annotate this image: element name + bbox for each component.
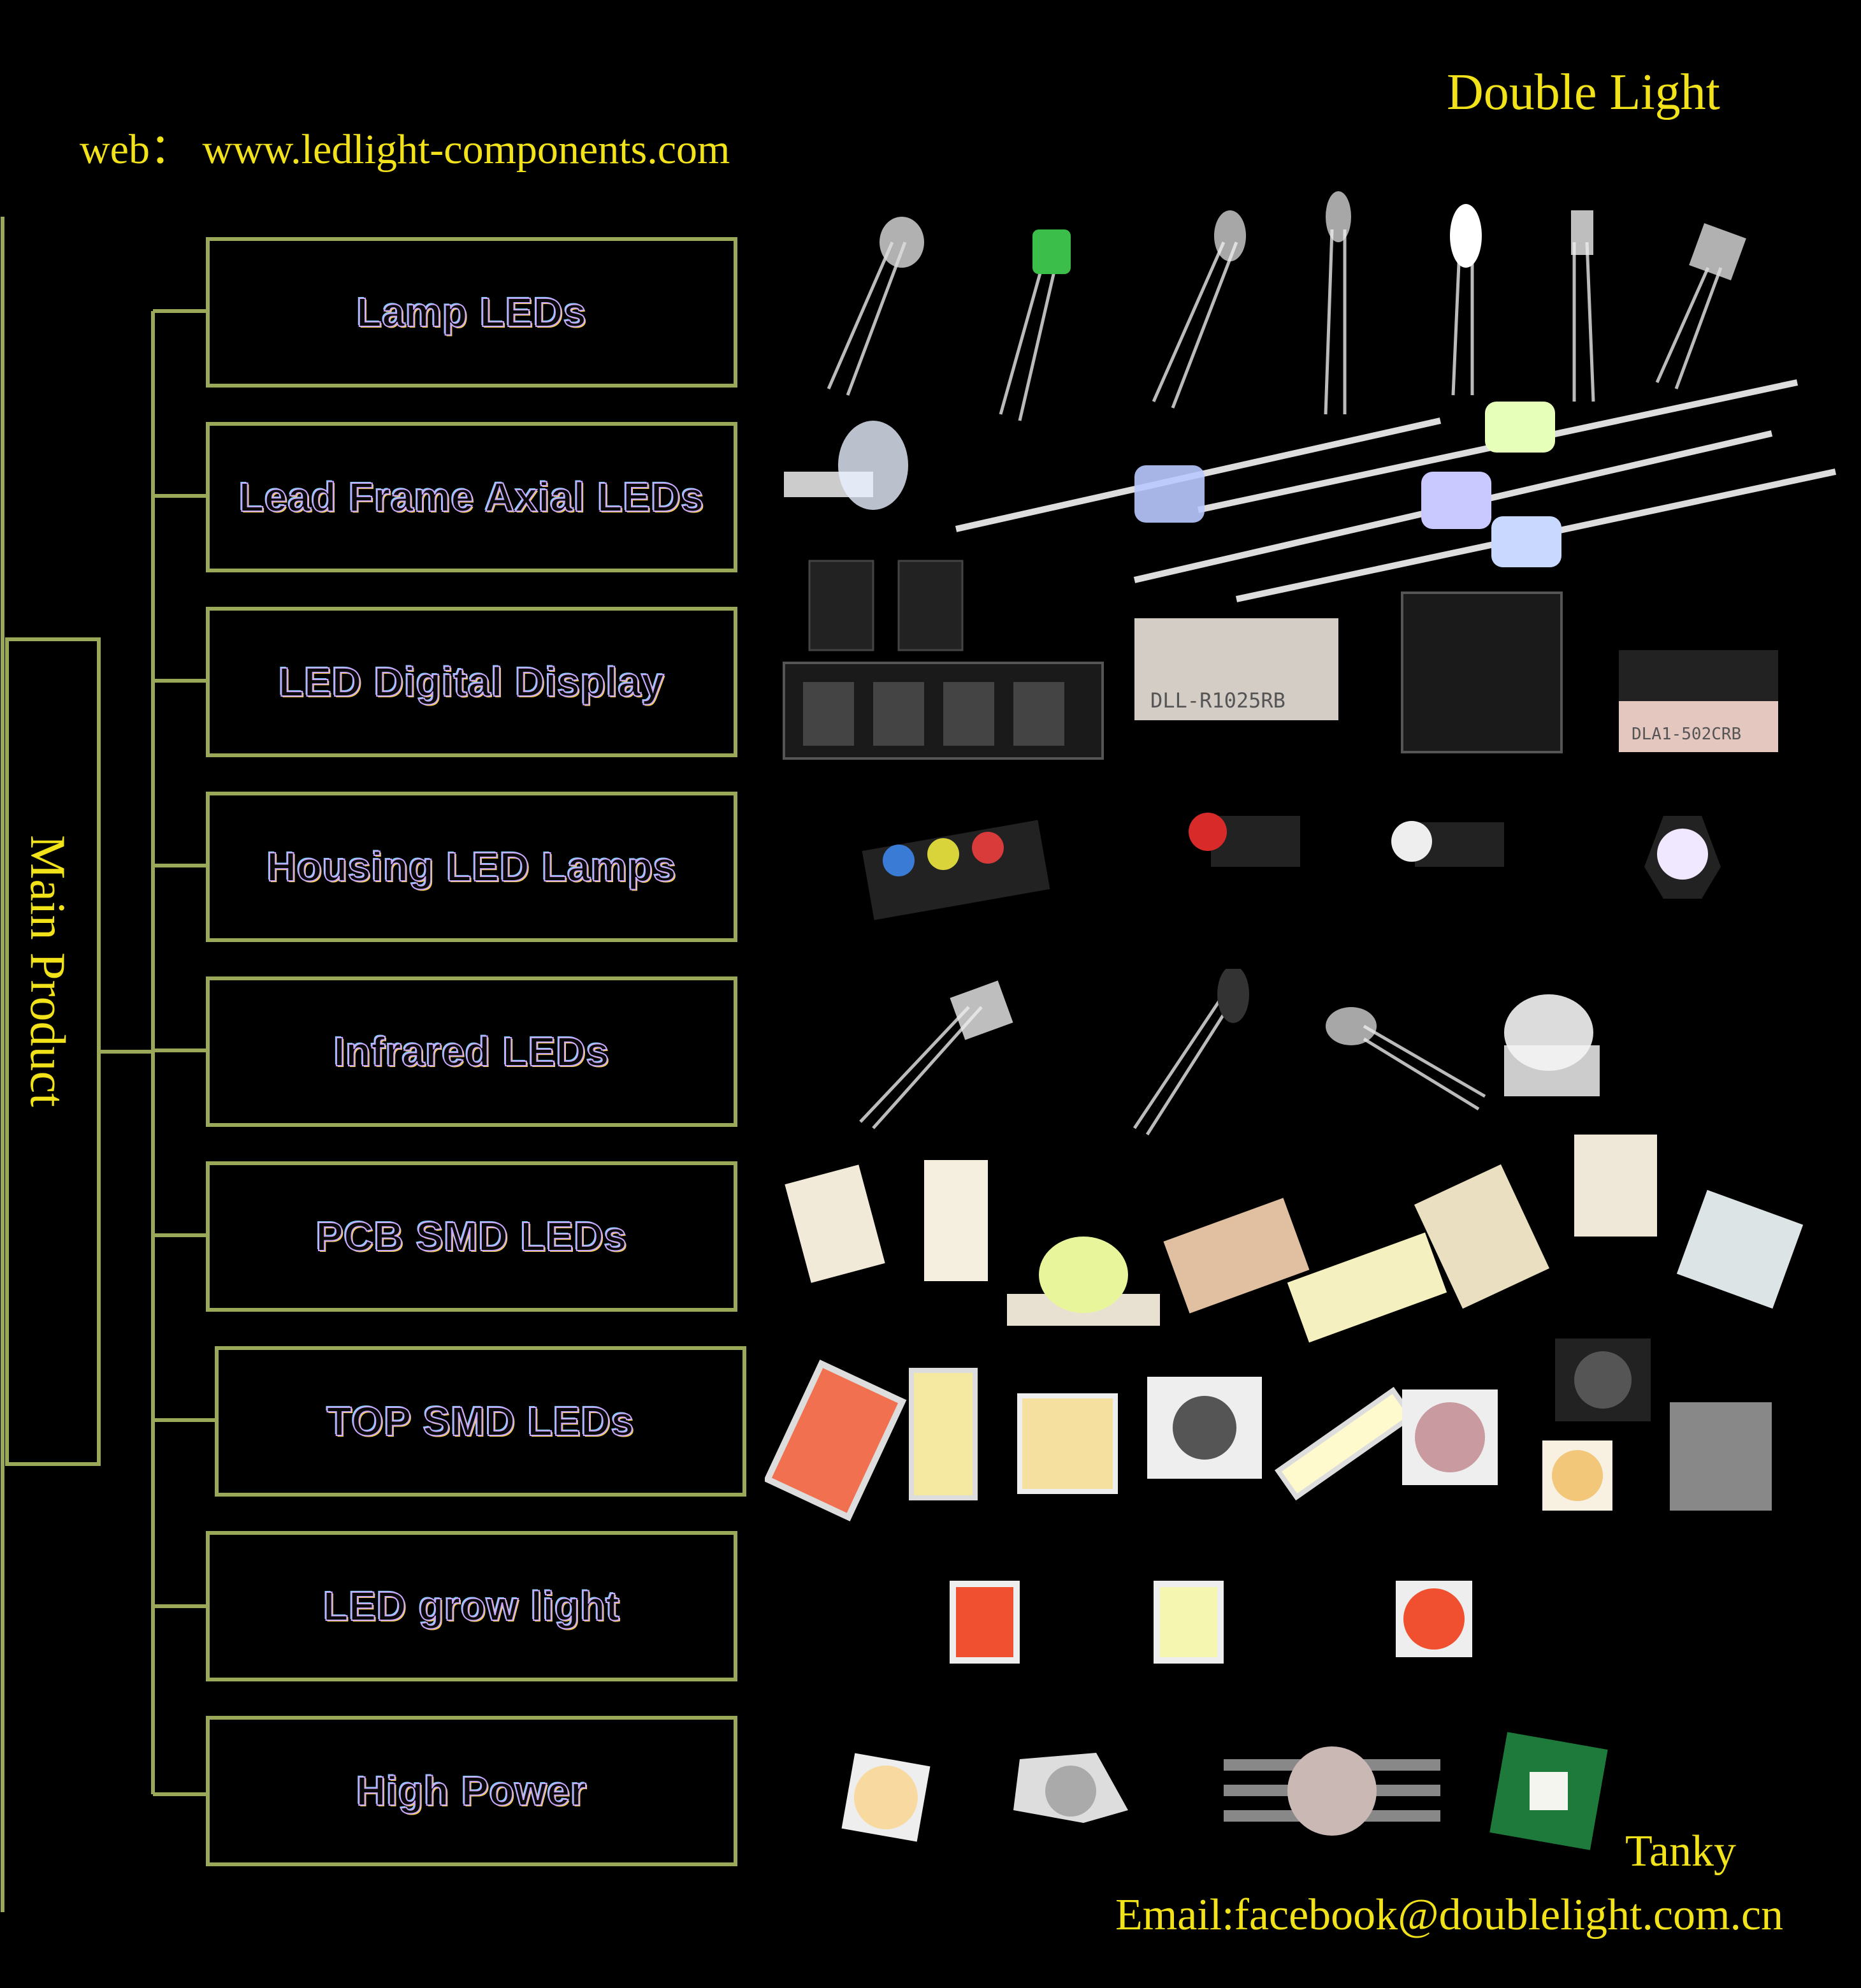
category-label: Housing LED Lamps (266, 843, 677, 890)
digital-display-photos: DLL-R1025RB DLA1-502CRB (783, 560, 1778, 760)
category-label: TOP SMD LEDs (326, 1398, 635, 1445)
category-label: Infrared LEDs (333, 1028, 610, 1075)
category-infrared-leds[interactable]: Infrared LEDs (206, 976, 737, 1127)
category-lamp-leds[interactable]: Lamp LEDs (206, 237, 737, 388)
top-smd-leds-photos (765, 1339, 1772, 1521)
category-housing-led-lamps[interactable]: Housing LED Lamps (206, 792, 737, 942)
main-product-box (5, 637, 101, 1466)
category-label: PCB SMD LEDs (315, 1213, 628, 1260)
brand-title: Double Light (1447, 64, 1720, 120)
category-label: LED Digital Display (278, 658, 665, 706)
category-high-power[interactable]: High Power (206, 1716, 737, 1866)
lamp-leds-photos (827, 191, 1746, 421)
lead-frame-axial-photos (784, 379, 1837, 602)
category-led-digital-display[interactable]: LED Digital Display (206, 607, 737, 757)
grow-light-photos (950, 1581, 1472, 1664)
category-label: Lamp LEDs (356, 289, 587, 336)
category-label: Lead Frame Axial LEDs (238, 474, 704, 521)
pcb-smd-leds-photos (785, 1135, 1804, 1343)
high-power-photos (841, 1732, 1608, 1850)
website-text[interactable]: web： www.ledlight-components.com (80, 126, 730, 173)
display-part-number-1: DLL-R1025RB (1150, 688, 1285, 713)
housing-lamps-photos (862, 813, 1721, 920)
category-lead-frame-axial-leds[interactable]: Lead Frame Axial LEDs (206, 422, 737, 572)
category-label: LED grow light (322, 1583, 620, 1630)
category-led-grow-light[interactable]: LED grow light (206, 1531, 737, 1681)
main-product-label: Main Product (20, 835, 76, 1107)
contact-name: Tanky (1625, 1827, 1736, 1876)
category-label: High Power (356, 1767, 588, 1815)
category-top-smd-leds[interactable]: TOP SMD LEDs (215, 1346, 746, 1497)
display-part-number-2: DLA1-502CRB (1632, 725, 1741, 744)
contact-email[interactable]: Email:facebook@doublelight.com.cn (1115, 1890, 1784, 1940)
category-pcb-smd-leds[interactable]: PCB SMD LEDs (206, 1161, 737, 1312)
infrared-leds-photos (859, 969, 1600, 1136)
